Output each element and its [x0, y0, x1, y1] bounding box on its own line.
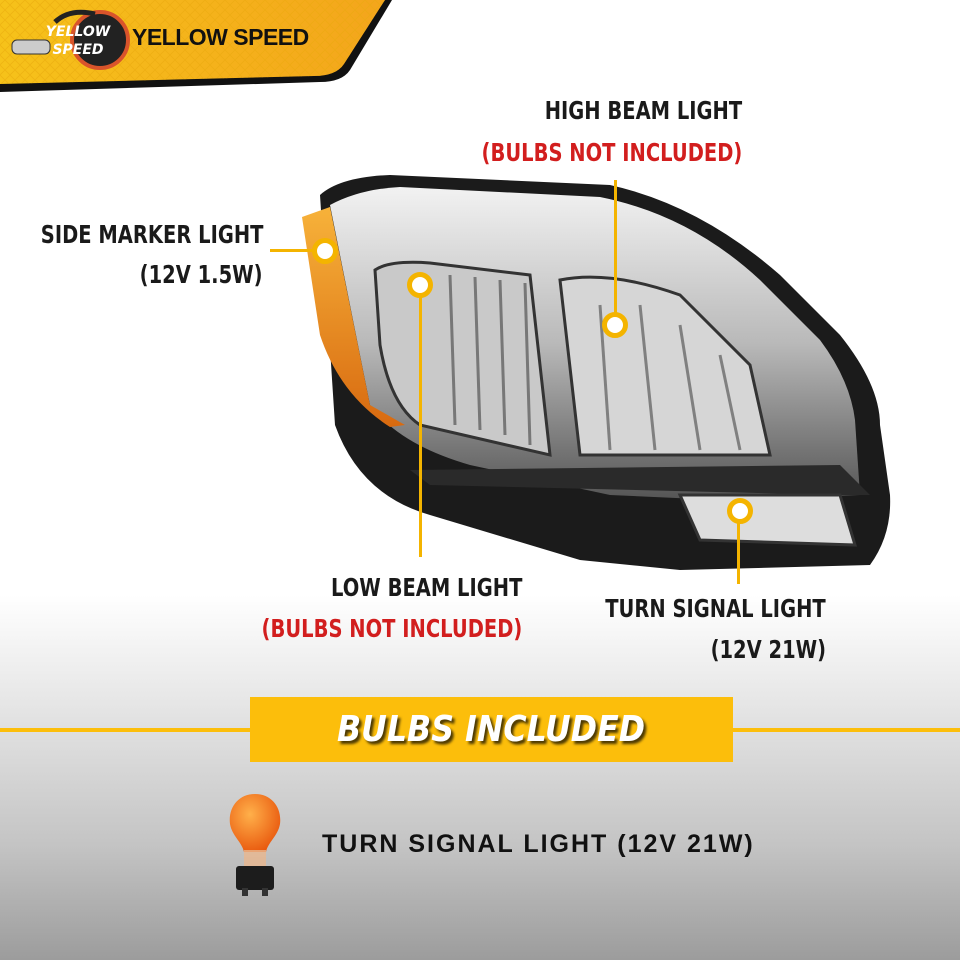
turn-signal-marker-dot	[727, 498, 753, 524]
headlight-image	[302, 175, 891, 570]
brand-banner: YELLOW SPEED	[0, 0, 392, 92]
yellow-speed-logo-icon: YELLOW SPEED	[11, 9, 130, 70]
low-beam-title: LOW BEAM LIGHT	[330, 573, 522, 602]
turn-signal-title: TURN SIGNAL LIGHT	[605, 594, 826, 623]
low-beam-leader-line	[419, 295, 422, 557]
turn-signal-note: (12V 21W)	[710, 635, 826, 664]
side-marker-note: (12V 1.5W)	[140, 260, 263, 289]
high-beam-note: (BULBS NOT INCLUDED)	[481, 138, 742, 167]
bulbs-included-banner: BULBS INCLUDED	[250, 697, 733, 762]
low-beam-note: (BULBS NOT INCLUDED)	[261, 614, 522, 643]
side-marker-leader-line	[270, 249, 315, 252]
turn-signal-leader-line	[737, 518, 740, 584]
high-beam-marker-dot	[602, 312, 628, 338]
high-beam-leader-line	[614, 180, 617, 315]
bulbs-included-heading: BULBS INCLUDED	[337, 709, 646, 750]
brand-name: YELLOW SPEED	[132, 24, 309, 50]
included-bulb-label: TURN SIGNAL LIGHT (12V 21W)	[322, 830, 755, 858]
high-beam-title: HIGH BEAM LIGHT	[544, 96, 742, 125]
svg-text:SPEED: SPEED	[52, 42, 103, 58]
side-marker-marker-dot	[312, 238, 338, 264]
svg-text:YELLOW: YELLOW	[46, 24, 111, 40]
amber-bulb-icon	[229, 794, 281, 896]
low-beam-marker-dot	[407, 272, 433, 298]
side-marker-title: SIDE MARKER LIGHT	[40, 220, 263, 249]
